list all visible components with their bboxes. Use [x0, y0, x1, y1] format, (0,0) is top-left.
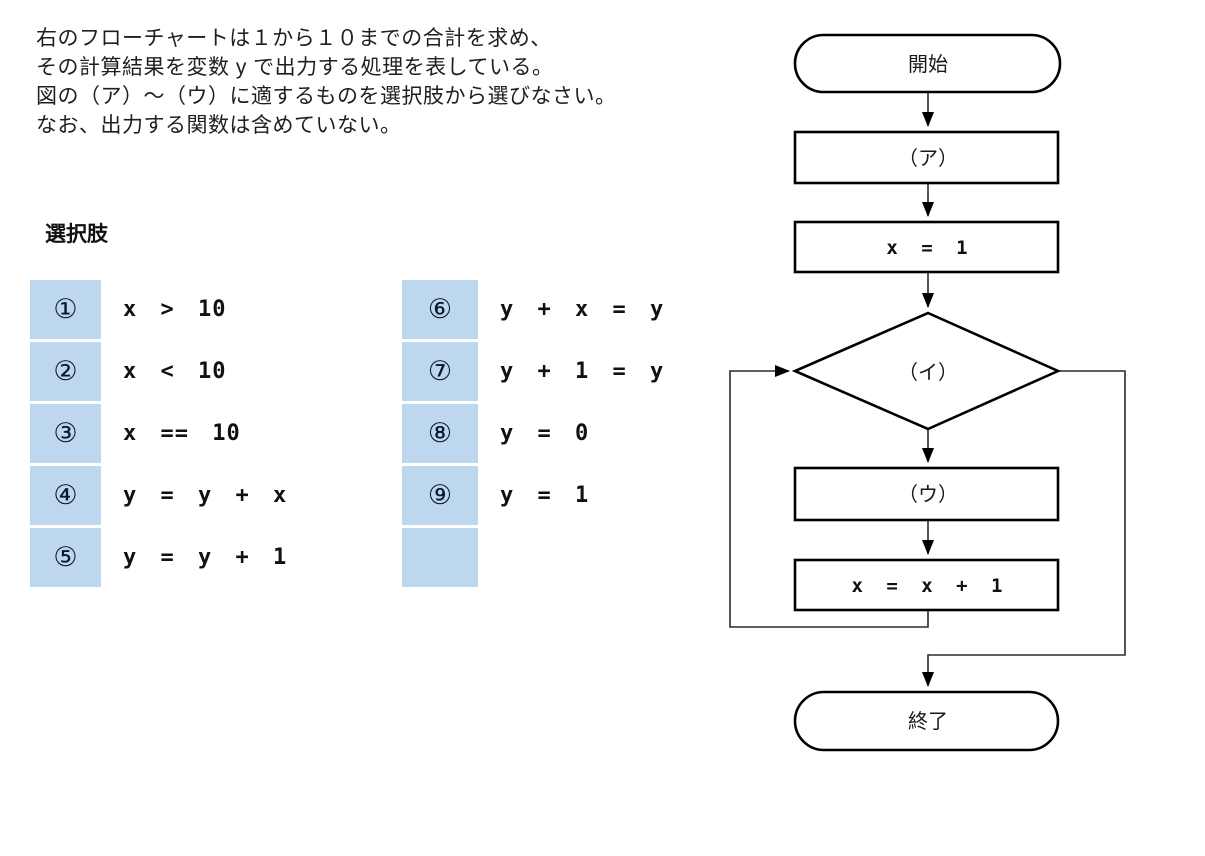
start-label: 開始 [908, 53, 948, 76]
exit-connector-to-end [922, 370, 1126, 687]
problem-line-4: なお、出力する関数は含めていない。 [36, 114, 402, 137]
choice-text: x > 10 [123, 297, 227, 322]
problem-line-1: 右のフローチャートは１から１０までの合計を求め、 [36, 27, 552, 50]
choice-number-cell: ⑧ [402, 404, 478, 463]
choice-number-cell: ④ [30, 466, 101, 525]
choice-option-7[interactable]: ⑦ y + 1 = y [402, 342, 664, 401]
decision-diamond [791, 311, 1062, 431]
step-u-label: （ウ） [898, 483, 958, 506]
choice-option-6[interactable]: ⑥ y + x = y [402, 280, 664, 339]
circled-number: ③ [53, 418, 78, 448]
choice-number-cell: ⑨ [402, 466, 478, 525]
choice-text: y + x = y [500, 297, 665, 322]
choice-option-4[interactable]: ④ y = y + x [30, 466, 287, 525]
choice-option-9[interactable]: ⑨ y = 1 [402, 466, 664, 525]
choice-text: x < 10 [123, 359, 227, 384]
circled-number: ⑨ [427, 480, 453, 510]
choice-number-cell: ③ [30, 404, 101, 463]
process-box-a [793, 130, 1060, 185]
choice-number-cell: ② [30, 342, 101, 401]
init-label: x = 1 [886, 237, 969, 259]
choices-column-2: ⑥ y + x = y ⑦ y + 1 = y ⑧ y = 0 ⑨ y = 1 [402, 280, 664, 590]
circled-number: ① [53, 294, 78, 324]
choice-text: y = 1 [500, 483, 590, 508]
problem-line-2: その計算結果を変数 y で出力する処理を表している。 [36, 56, 554, 79]
choice-text: y = 0 [500, 421, 590, 446]
choice-text: x == 10 [123, 421, 241, 446]
process-box-increment [793, 558, 1060, 612]
loop-back-connector [729, 365, 929, 628]
process-box-init [793, 220, 1060, 274]
circled-number: ⑧ [427, 418, 453, 448]
increment-label: x = x + 1 [852, 575, 1005, 597]
circled-number: ⑤ [53, 542, 78, 572]
problem-line-3: 図の（ア）～（ウ）に適するものを選択肢から選びなさい。 [36, 85, 617, 108]
choice-empty-cell-row [402, 528, 664, 587]
process-box-u [793, 466, 1060, 522]
choices-column-1: ① x > 10 ② x < 10 ③ x == 10 ④ y = y + x … [30, 280, 287, 590]
choice-text: y = y + 1 [123, 545, 288, 570]
start-terminal [793, 33, 1062, 94]
choice-option-5[interactable]: ⑤ y = y + 1 [30, 528, 287, 587]
circled-number: ⑦ [427, 356, 453, 386]
end-terminal [793, 690, 1060, 752]
circled-number: ⑥ [427, 294, 453, 324]
choice-text: y + 1 = y [500, 359, 665, 384]
choices-heading: 選択肢 [45, 223, 108, 246]
decision-label: （イ） [898, 361, 958, 384]
end-label: 終了 [908, 710, 948, 733]
choice-number-cell-empty [402, 528, 478, 587]
choice-option-3[interactable]: ③ x == 10 [30, 404, 287, 463]
choice-number-cell: ⑤ [30, 528, 101, 587]
problem-statement: 右のフローチャートは１から１０までの合計を求め、 その計算結果を変数 y で出力… [36, 24, 617, 140]
step-a-label: （ア） [898, 147, 958, 170]
choice-number-cell: ① [30, 280, 101, 339]
circled-number: ④ [53, 480, 78, 510]
choice-number-cell: ⑦ [402, 342, 478, 401]
circled-number: ② [53, 356, 78, 386]
choice-option-1[interactable]: ① x > 10 [30, 280, 287, 339]
choice-option-2[interactable]: ② x < 10 [30, 342, 287, 401]
choice-number-cell: ⑥ [402, 280, 478, 339]
choice-option-8[interactable]: ⑧ y = 0 [402, 404, 664, 463]
choice-text: y = y + x [123, 483, 288, 508]
